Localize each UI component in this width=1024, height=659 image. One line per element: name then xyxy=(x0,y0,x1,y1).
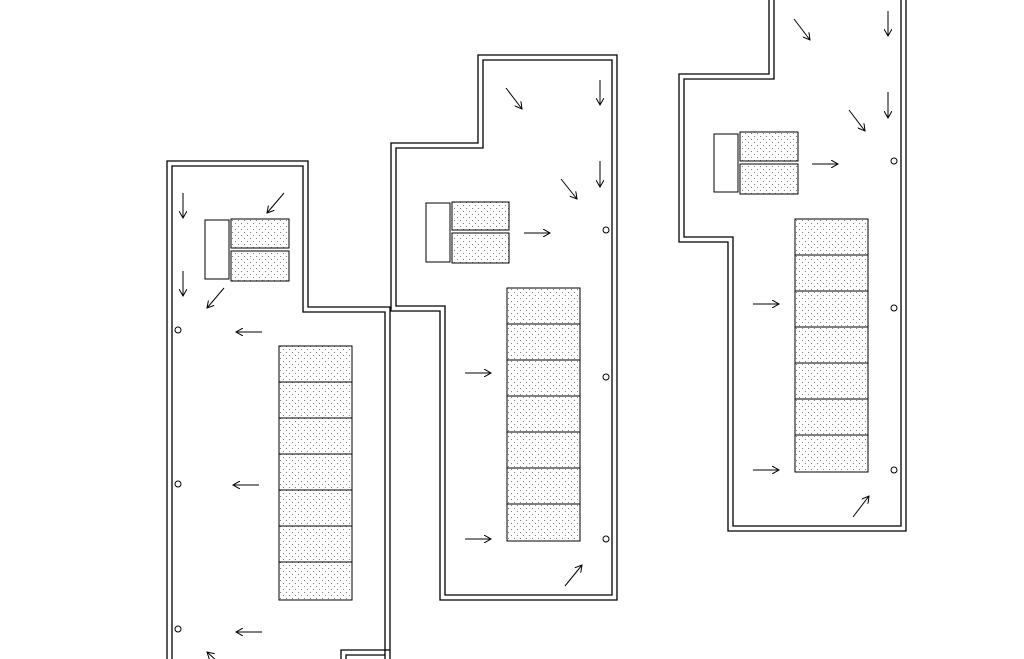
unit-middle-equipment xyxy=(425,201,510,264)
unit-right-equipment xyxy=(713,131,799,195)
unit-left xyxy=(166,160,391,659)
unit-left-arrows xyxy=(183,192,285,659)
unit-right-markers xyxy=(890,157,898,474)
unit-right-cells xyxy=(794,218,869,473)
unit-middle-walls xyxy=(390,54,618,601)
unit-middle-markers xyxy=(602,226,610,543)
unit-middle xyxy=(390,54,618,601)
unit-right xyxy=(678,0,907,532)
unit-middle-arrows xyxy=(465,80,600,587)
unit-left-walls xyxy=(166,160,391,659)
unit-left-equipment xyxy=(204,218,290,282)
unit-right-arrows xyxy=(753,11,888,518)
unit-left-markers xyxy=(174,326,182,633)
unit-right-walls xyxy=(678,0,907,532)
unit-middle-cells xyxy=(506,287,581,542)
unit-left-cells xyxy=(278,345,353,601)
